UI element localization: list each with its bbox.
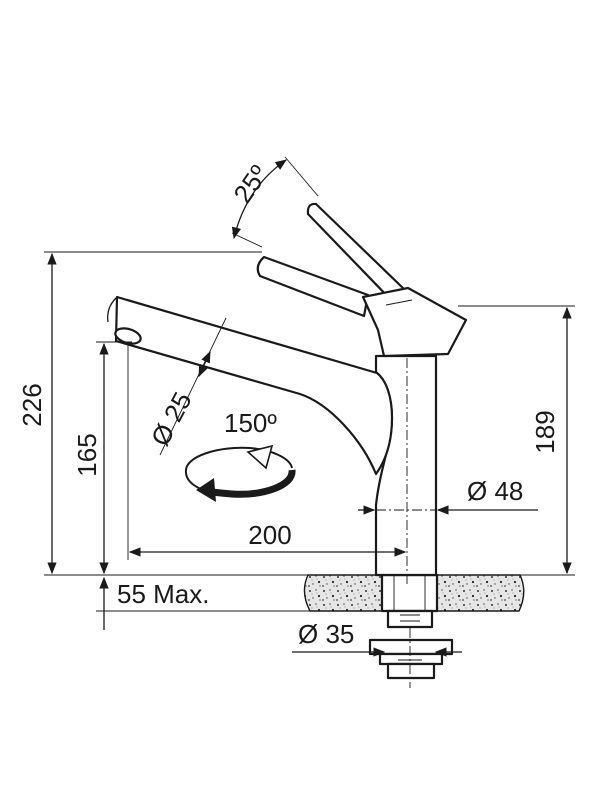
faucet-spout [107, 295, 394, 476]
countertop [303, 574, 525, 612]
spout-diameter-label: Ø 25 [145, 387, 198, 451]
deck-thickness-label: 55 Max. [117, 579, 210, 609]
spout-reach-dimension: 200 [127, 344, 407, 560]
rotation-arrow-icon [246, 444, 274, 470]
spout-height-label: 165 [72, 433, 102, 476]
body-diameter-dimension: Ø 48 [358, 476, 538, 515]
overall-height-dimension: 226 [17, 251, 308, 576]
body-height-dimension: 189 [458, 305, 575, 576]
spout-reach-label: 200 [248, 520, 291, 550]
faucet-body [374, 340, 438, 585]
body-height-label: 189 [530, 410, 560, 453]
rotation-indicator: 150º [185, 408, 296, 502]
rotation-label: 150º [224, 408, 277, 438]
angle-dimension: 25º [227, 156, 319, 248]
spout-height-dimension: 165 [72, 341, 132, 575]
mounting-shank [368, 573, 454, 688]
body-diameter-label: Ø 48 [467, 476, 523, 506]
angle-label: 25º [227, 159, 274, 208]
hole-diameter-label: Ø 35 [298, 619, 354, 649]
lever-handle [256, 202, 468, 358]
overall-height-label: 226 [17, 383, 47, 426]
deck-thickness-dimension: 55 Max. [96, 576, 310, 630]
hole-diameter-dimension: Ø 35 [292, 619, 462, 657]
